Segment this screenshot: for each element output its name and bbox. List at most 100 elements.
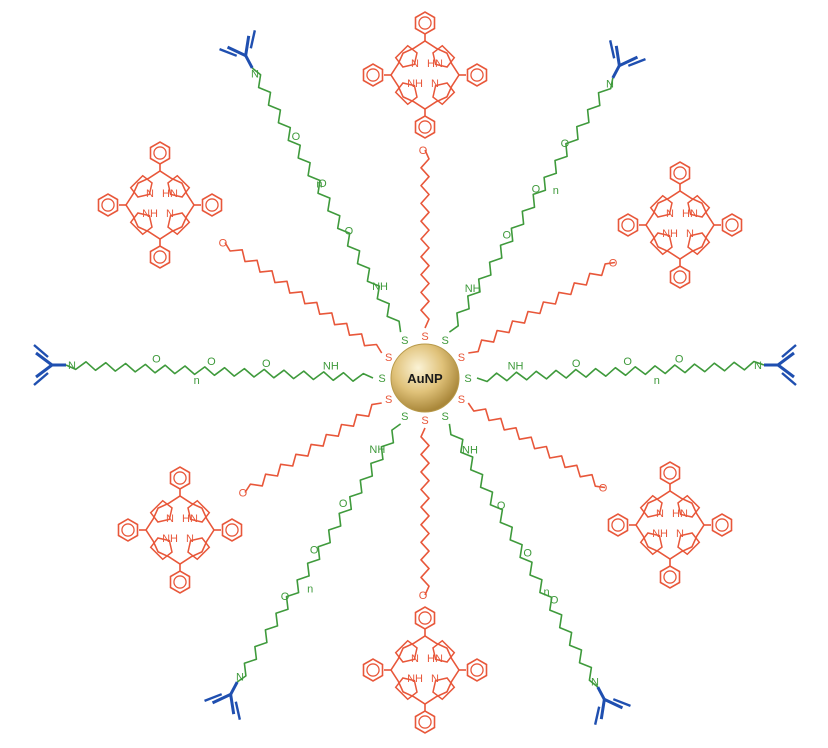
amide-nitrogen-label: N [251, 68, 259, 80]
porphyrin-nitrogen-label: N [686, 228, 694, 240]
porphyrin-nitrogen-label: NH [142, 208, 158, 220]
amide-nh-label: NH [369, 444, 385, 456]
amide-nitrogen-label: N [606, 78, 614, 90]
antibody-arm-upper [614, 45, 621, 66]
pyrrole-ring [394, 44, 418, 68]
phenyl-ring-aromatic-circle [621, 218, 635, 232]
phenyl-ring-aromatic-circle [673, 270, 687, 284]
porphyrin-nitrogen-label: NH [662, 228, 678, 240]
pyrrole-ring [677, 494, 701, 518]
porphyrin-nitrogen-label: NH [407, 78, 423, 90]
meso-phenyl-ring [149, 141, 171, 165]
antibody-stem [229, 681, 239, 696]
porphyrin-nitrogen-label: HN [672, 508, 688, 520]
antibody-y-shape [764, 344, 797, 386]
phenyl-ring-aromatic-circle [470, 68, 484, 82]
peg-oxygen-label: O [292, 131, 301, 143]
antibody-y-shape [204, 681, 242, 720]
phenyl-ring-outline [659, 565, 681, 589]
peg-chain [251, 67, 402, 333]
alkyl-chain [468, 261, 616, 354]
porphyrin-nitrogen-label: HN [182, 513, 198, 525]
pyrrole-ring [167, 212, 191, 236]
peg-chain [236, 423, 402, 683]
pyrrole-ring [649, 232, 673, 256]
phenyl-ring-outline [607, 513, 629, 537]
peg-oxygen-label: O [310, 545, 319, 557]
phenyl-ring-aromatic-circle [418, 16, 432, 30]
peg-oxygen-label: O [523, 547, 532, 559]
amide-nitrogen-label: N [236, 672, 244, 684]
sulfur-atom-label: S [378, 373, 385, 385]
phenyl-ring-aromatic-circle [173, 575, 187, 589]
pyrrole-ring [687, 232, 711, 256]
antibody-arm-lower [244, 35, 251, 56]
phenyl-ring-aromatic-circle [366, 68, 380, 82]
antibody-y-shape [593, 686, 631, 725]
antibody-light-chain-lower [249, 30, 257, 49]
phenyl-ring-aromatic-circle [225, 523, 239, 537]
phenyl-ring-aromatic-circle [173, 471, 187, 485]
phenyl-ring-aromatic-circle [611, 518, 625, 532]
repeat-index-label: n [194, 375, 200, 387]
meso-phenyl-ring [607, 513, 629, 537]
phenyl-ring-aromatic-circle [663, 466, 677, 480]
meso-phenyl-ring [221, 518, 243, 542]
amide-nitrogen-label: N [754, 360, 762, 372]
phenyl-ring-outline [414, 710, 436, 734]
peg-oxygen-label: O [262, 358, 271, 370]
amide-nh-label: NH [323, 361, 339, 373]
antibody-light-chain-upper [612, 698, 631, 708]
meso-phenyl-ring [149, 245, 171, 269]
peg-chain [65, 361, 374, 382]
meso-phenyl-ring [414, 115, 436, 139]
porphyrin-nitrogen-label: N [666, 208, 674, 220]
meso-phenyl-ring [414, 606, 436, 630]
porphyrin-macrocycle: N HN N NH [117, 466, 243, 594]
meso-phenyl-ring [466, 658, 488, 682]
antibody-light-chain-upper [781, 344, 797, 358]
pyrrole-ring [639, 532, 663, 556]
porphyrin-nitrogen-label: N [656, 508, 664, 520]
antibody-y-shape [33, 344, 66, 386]
ether-oxygen-label: O [219, 238, 228, 250]
antibody-light-chain-upper [219, 47, 238, 57]
phenyl-ring-outline [466, 658, 488, 682]
porphyrin-nitrogen-label: N [186, 533, 194, 545]
amide-nitrogen-label: N [591, 677, 599, 689]
phenyl-ring-outline [711, 513, 733, 537]
peg-oxygen-label: O [572, 358, 581, 370]
antibody-stem [244, 54, 254, 69]
meso-phenyl-ring [414, 11, 436, 35]
phenyl-ring-aromatic-circle [153, 250, 167, 264]
antibody-light-chain-lower [204, 693, 223, 703]
porphyrin-nitrogen-label: NH [162, 533, 178, 545]
meso-phenyl-ring [659, 461, 681, 485]
porphyrin-nitrogen-label: N [146, 188, 154, 200]
porphyrin-nitrogen-label: N [166, 513, 174, 525]
phenyl-ring-outline [149, 245, 171, 269]
antibody-light-chain-lower [593, 706, 601, 725]
peg-oxygen-label: O [497, 500, 506, 512]
pyrrole-ring [432, 44, 456, 68]
peg-oxygen-label: O [318, 178, 327, 190]
meso-phenyl-ring [617, 213, 639, 237]
phenyl-ring-outline [362, 63, 384, 87]
meso-phenyl-ring [721, 213, 743, 237]
pyrrole-ring [149, 499, 173, 523]
meso-phenyl-ring [362, 658, 384, 682]
repeat-index-label: n [316, 179, 322, 191]
peg-oxygen-label: O [550, 594, 559, 606]
sulfur-atom-label: S [401, 411, 408, 423]
peg-oxygen-label: O [503, 229, 512, 241]
antibody-light-chain-upper [608, 40, 616, 59]
pyrrole-ring [649, 194, 673, 218]
amide-nh-label: NH [465, 283, 481, 295]
ether-oxygen-label: O [419, 145, 428, 157]
sulfur-atom-label: S [442, 335, 449, 347]
